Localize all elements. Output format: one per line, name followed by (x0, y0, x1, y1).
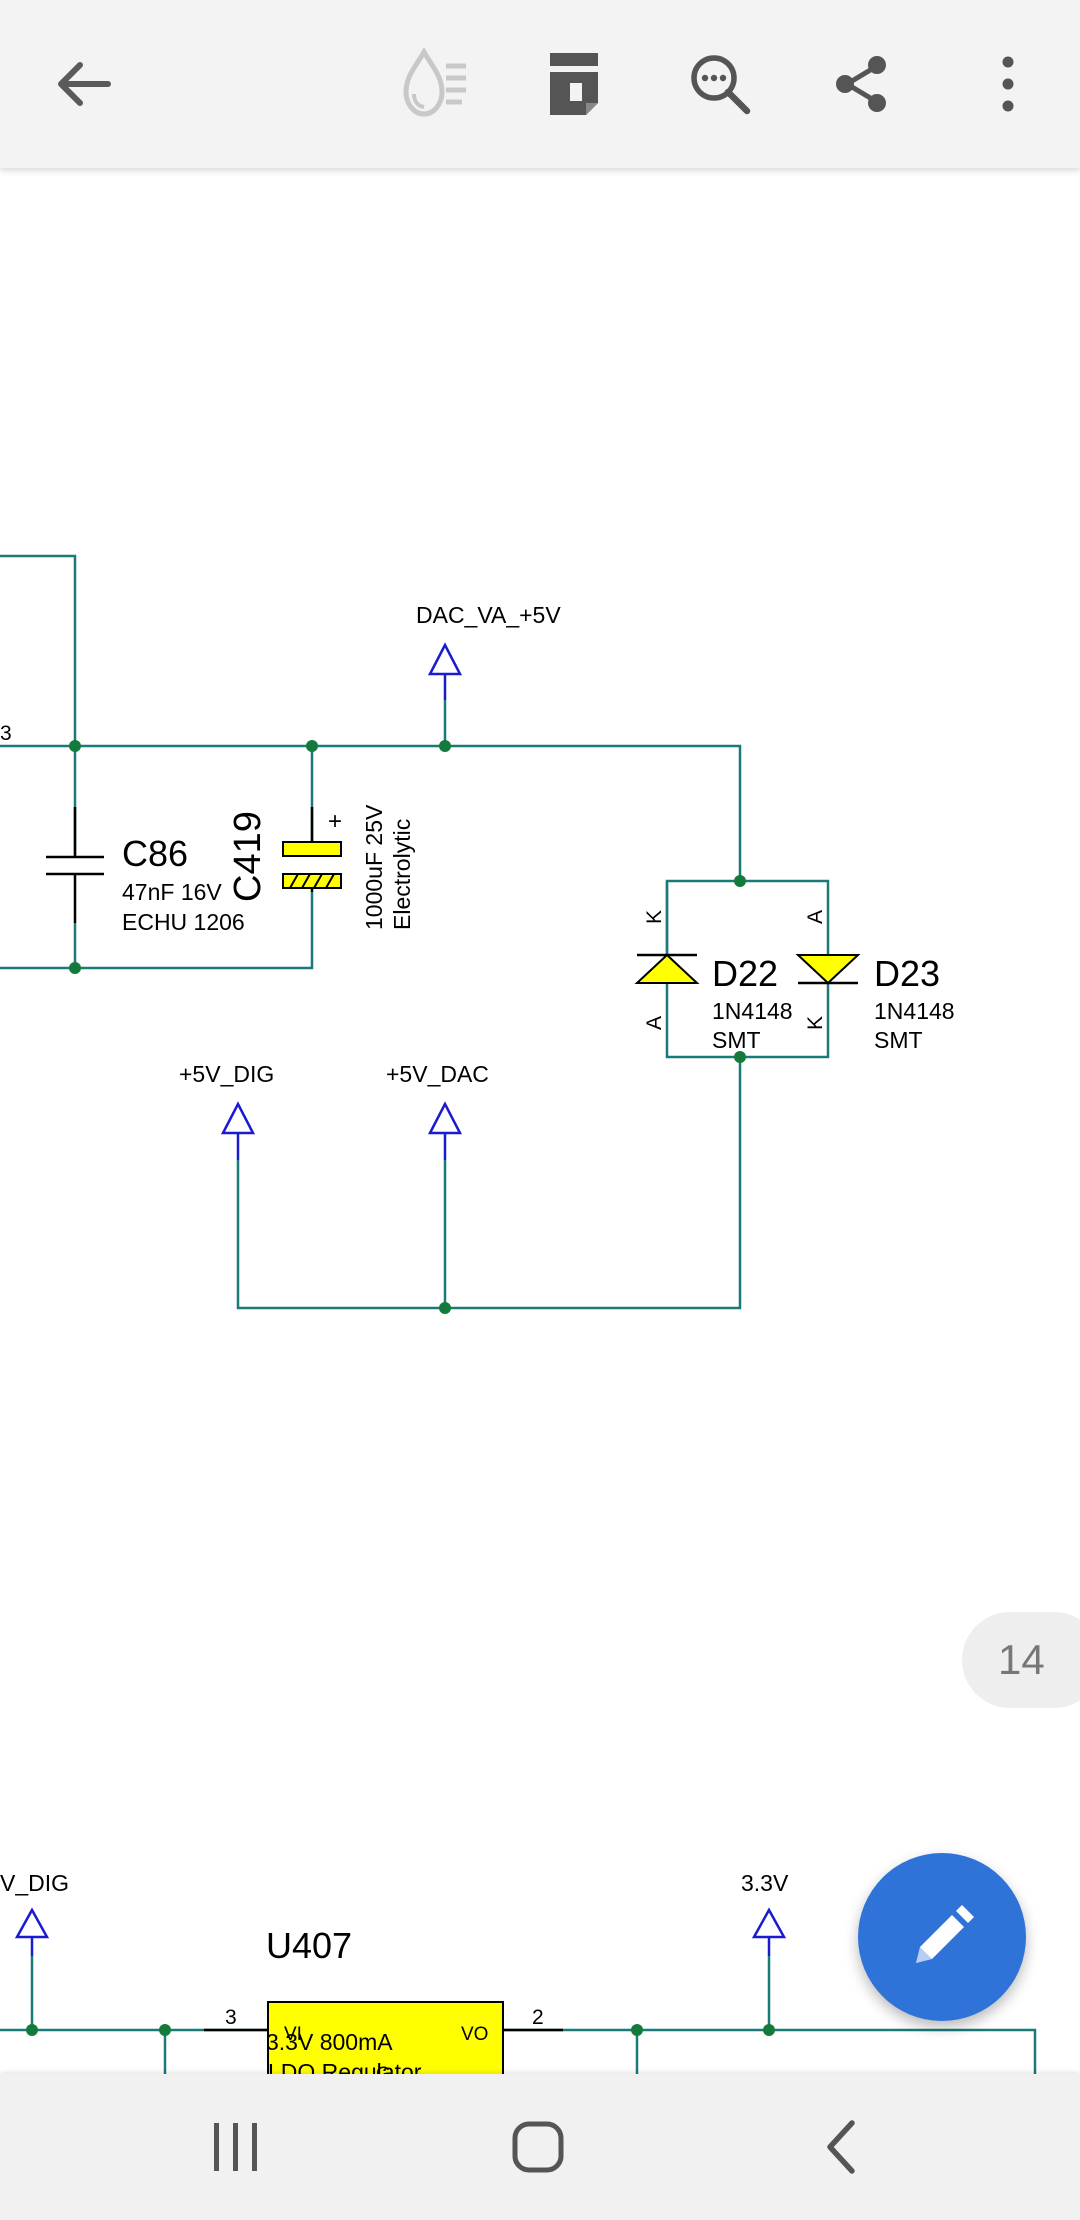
u407-pin-out: 2 (532, 2006, 544, 2029)
d23-symbol (795, 954, 861, 985)
net-label-dac-va: DAC_VA_+5V (416, 602, 561, 628)
u407-line2: LDO Regulator (268, 2059, 422, 2074)
schematic-labels: DAC_VA_+5V +5V_DIG +5V_DAC V_DIG 3.3V 3 … (0, 602, 955, 2074)
net-label-v-dig-partial: V_DIG (0, 1870, 69, 1896)
c419-symbol (282, 807, 342, 892)
arrow-left-icon (58, 62, 111, 106)
document-viewer[interactable]: DAC_VA_+5V +5V_DIG +5V_DAC V_DIG 3.3V 3 … (0, 168, 1080, 2074)
d23-ref: D23 (874, 953, 940, 994)
top-toolbar (0, 0, 1080, 168)
search-icon (691, 55, 751, 115)
ink-drop-icon (403, 46, 466, 117)
system-navigation-bar (0, 2074, 1080, 2220)
back-icon (827, 2120, 855, 2174)
d23-cathode-label: K (804, 1016, 827, 1030)
c419-value: 1000uF 25V (361, 804, 387, 930)
c86-package: ECHU 1206 (122, 909, 245, 935)
home-button[interactable] (478, 2102, 598, 2192)
d22-part: 1N4148 (712, 998, 793, 1024)
u407-symbol (204, 2001, 563, 2074)
u407-vo: VO (461, 2024, 488, 2045)
d22-package: SMT (712, 1027, 761, 1053)
ink-saving-button[interactable] (384, 34, 484, 134)
power-symbols (14, 642, 787, 1956)
net-label-5v-dig: +5V_DIG (179, 1061, 274, 1087)
page-number-badge: 14 (962, 1612, 1080, 1708)
d22-symbol (634, 881, 700, 984)
d23-package: SMT (874, 1027, 923, 1053)
page-number: 14 (998, 1636, 1045, 1683)
u407-gnd-pin: G (376, 2064, 391, 2074)
c419-polarity: + (328, 808, 342, 835)
back-button[interactable] (34, 34, 134, 134)
c419-ref: C419 (227, 811, 269, 902)
u407-line1: 3.3V 800mA (266, 2029, 393, 2055)
edit-fab-button[interactable] (858, 1853, 1026, 2021)
c86-symbol (46, 807, 104, 923)
net-label-5v-dac: +5V_DAC (386, 1061, 489, 1087)
d22-anode-label: A (643, 1016, 666, 1030)
c419-type: Electrolytic (389, 819, 415, 930)
reading-mode-icon (550, 53, 598, 115)
recent-apps-button[interactable] (176, 2102, 296, 2192)
d23-anode-label: A (804, 910, 827, 924)
u407-pin-in: 3 (225, 2006, 237, 2029)
schematic-wires (0, 554, 1037, 2074)
reading-mode-button[interactable] (526, 34, 626, 134)
d22-cathode-label: K (643, 910, 666, 924)
c86-ref: C86 (122, 833, 188, 874)
pencil-icon (916, 1905, 974, 1963)
more-options-button[interactable] (958, 34, 1058, 134)
d22-ref: D22 (712, 953, 778, 994)
net-label-3v3: 3.3V (741, 1870, 789, 1896)
schematic-drawing: DAC_VA_+5V +5V_DIG +5V_DAC V_DIG 3.3V 3 … (0, 554, 1037, 2074)
home-icon (512, 2121, 564, 2173)
more-vert-icon (1002, 56, 1014, 112)
share-icon (836, 56, 886, 112)
u407-vi: VI (284, 2024, 302, 2045)
share-button[interactable] (812, 34, 912, 134)
search-button[interactable] (670, 34, 770, 134)
recent-apps-icon (214, 2123, 257, 2171)
pin-number-left: 3 (0, 722, 12, 745)
d23-part: 1N4148 (874, 998, 955, 1024)
junction-dots (26, 740, 775, 2036)
c86-value: 47nF 16V (122, 879, 222, 905)
u407-ref: U407 (266, 1925, 352, 1966)
nav-back-button[interactable] (780, 2102, 900, 2192)
